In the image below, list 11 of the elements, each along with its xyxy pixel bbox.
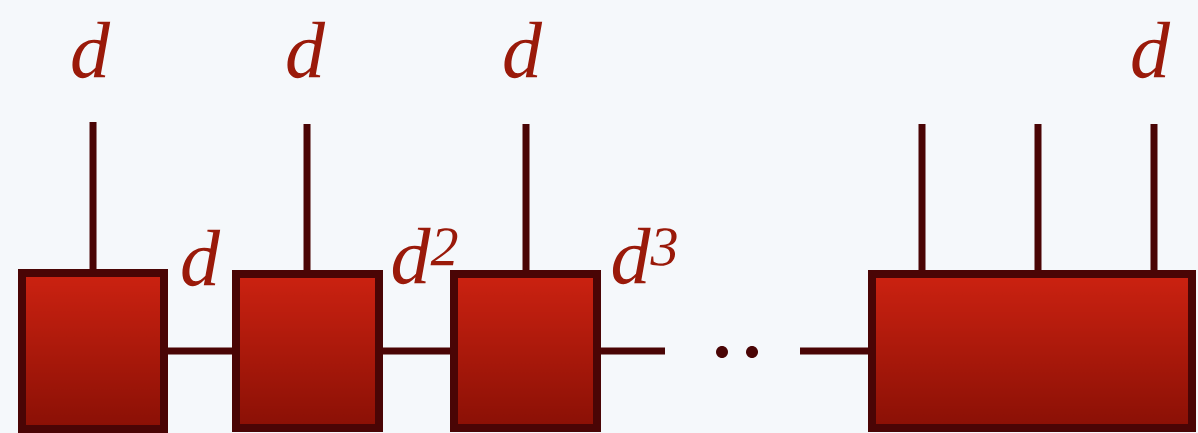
- edge-label: d: [504, 21, 543, 79]
- edge-label: d$^{3}$: [612, 227, 677, 285]
- edge-label: d: [287, 21, 326, 79]
- edge-label: d: [72, 21, 111, 79]
- tensor-box: [18, 269, 168, 433]
- tensor-box: [232, 270, 383, 432]
- tensor-box: [868, 270, 1196, 432]
- edge-label: d: [182, 229, 221, 287]
- edge-label: d: [1132, 21, 1171, 79]
- tensor-box: [450, 270, 601, 432]
- edge-label: d$^{2}$: [392, 227, 458, 285]
